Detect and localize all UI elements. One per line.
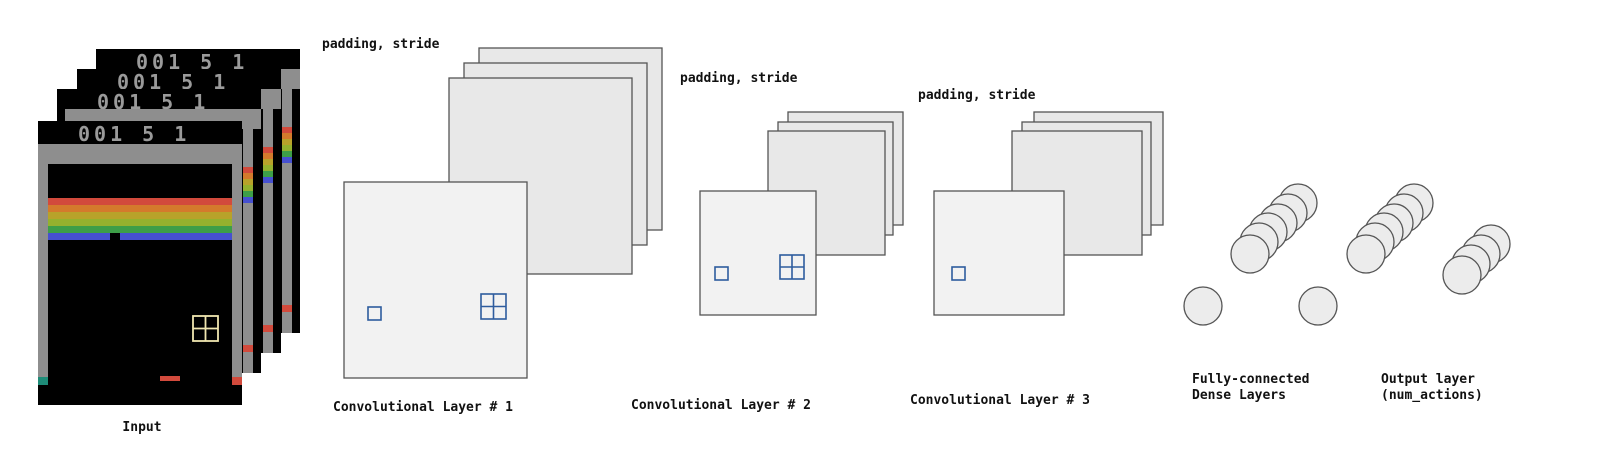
conv2-input-map [699, 190, 817, 316]
conv3-label: Convolutional Layer # 3 [910, 393, 1090, 408]
input-frame-stack: 001 5 1 001 5 1 00 [38, 49, 300, 435]
output-neuron [1346, 234, 1386, 274]
conv3-note: padding, stride [918, 88, 1036, 103]
dense-label-line1: Fully-connected [1192, 372, 1309, 387]
input-frame-score: 001 5 1 [97, 90, 209, 114]
output-label-line1: Output layer [1381, 372, 1475, 387]
conv1-kernel-icon [480, 293, 507, 320]
conv-layer-3: padding, stride Convolutional Layer # 3 [910, 88, 1164, 408]
dense-neuron [1230, 234, 1270, 274]
conv3-input-map [933, 190, 1065, 316]
conv-layer-1: padding, stride Convolutional Layer # 1 [322, 37, 663, 415]
dense-label-line2: Dense Layers [1192, 388, 1286, 403]
conv2-label: Convolutional Layer # 2 [631, 398, 811, 413]
conv2-note: padding, stride [680, 71, 798, 86]
conv1-receptive-field [367, 306, 382, 321]
dense-layers: Fully-connected Dense Layers [1183, 183, 1338, 403]
conv2-receptive-field [714, 266, 729, 281]
input-label: Input [122, 420, 161, 435]
output-layer: Output layer (num_actions) [1346, 183, 1511, 403]
conv1-note: padding, stride [322, 37, 440, 52]
input-kernel-icon [192, 315, 219, 342]
conv-layer-2: padding, stride Convolutional Layer # 2 [631, 71, 904, 413]
dense-neuron [1183, 286, 1223, 326]
output-label-line2: (num_actions) [1381, 388, 1483, 403]
input-frame-front: 001 5 1 [38, 121, 242, 405]
conv1-input-map [343, 181, 528, 379]
dense-neuron [1298, 286, 1338, 326]
input-frame-score: 001 5 1 [78, 122, 190, 146]
conv2-kernel-icon [779, 254, 805, 280]
output-neuron [1442, 255, 1482, 295]
conv3-receptive-field [951, 266, 966, 281]
paddle [160, 376, 180, 381]
brick-rows [48, 198, 232, 240]
conv1-label: Convolutional Layer # 1 [333, 400, 513, 415]
